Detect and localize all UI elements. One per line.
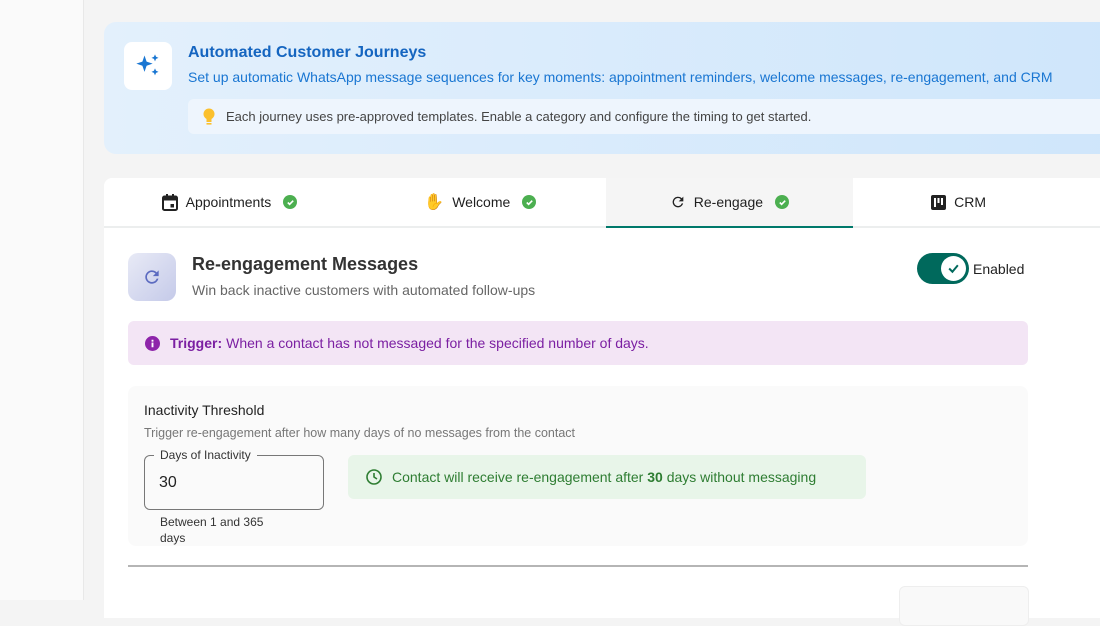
info-icon	[145, 335, 160, 351]
waving-hand-icon: ✋	[424, 194, 445, 211]
days-of-inactivity-field[interactable]: Days of Inactivity	[144, 448, 324, 510]
info-text: days without messaging	[666, 469, 817, 485]
clock-icon	[366, 469, 382, 485]
kanban-icon	[931, 194, 947, 210]
trigger-alert: Trigger: When a contact has not messaged…	[128, 321, 1028, 365]
check-circle-icon	[775, 195, 790, 209]
refresh-icon	[128, 253, 176, 301]
calendar-icon	[161, 193, 178, 211]
enabled-toggle[interactable]	[917, 253, 969, 284]
tab-label: CRM	[954, 194, 986, 210]
info-text: Contact will receive re-engagement after	[392, 469, 644, 485]
check-icon	[941, 256, 966, 281]
tab-label: Re-engage	[693, 194, 764, 210]
sparkles-icon	[124, 42, 172, 90]
check-circle-icon	[283, 195, 298, 209]
tab-appointments[interactable]: Appointments	[104, 178, 355, 226]
tab-re-engage[interactable]: Re-engage	[605, 178, 854, 228]
trigger-label: Trigger:	[170, 335, 223, 351]
inactivity-threshold-panel: Inactivity Threshold Trigger re-engageme…	[128, 386, 1028, 546]
check-circle-icon	[522, 195, 537, 209]
tab-label: Appointments	[185, 194, 272, 210]
trigger-text: When a contact has not messaged for the …	[226, 335, 649, 351]
banner-tip: Each journey uses pre-approved templates…	[188, 99, 1100, 134]
section-title: Re-engagement Messages	[192, 254, 419, 274]
journey-card: Appointments ✋ Welcome Re-engage CRM Re-…	[104, 178, 1100, 626]
days-input[interactable]	[159, 474, 299, 492]
schedule-info: Contact will receive re-engagement after…	[348, 455, 866, 499]
banner-title: Automated Customer Journeys	[188, 44, 427, 61]
toggle-label: Enabled	[973, 261, 1025, 277]
info-days: 30	[647, 469, 663, 485]
divider	[128, 565, 1028, 567]
tab-label: Welcome	[452, 194, 511, 210]
refresh-icon	[672, 196, 684, 208]
lightbulb-icon	[203, 108, 215, 125]
tab-crm[interactable]: CRM	[853, 178, 1100, 226]
threshold-description: Trigger re-engagement after how many day…	[144, 426, 575, 440]
tab-bar: Appointments ✋ Welcome Re-engage CRM	[104, 178, 1100, 228]
tab-welcome[interactable]: ✋ Welcome	[355, 178, 606, 226]
field-label: Days of Inactivity	[154, 448, 257, 462]
banner-subtitle: Set up automatic WhatsApp message sequen…	[188, 69, 1053, 85]
threshold-title: Inactivity Threshold	[144, 402, 265, 418]
field-helper-text: Between 1 and 365 days	[160, 515, 264, 545]
info-banner: Automated Customer Journeys Set up autom…	[104, 22, 1100, 154]
tip-text: Each journey uses pre-approved templates…	[226, 109, 812, 124]
section-subtitle: Win back inactive customers with automat…	[192, 282, 536, 298]
sidebar	[0, 0, 84, 600]
action-button[interactable]	[899, 586, 1029, 626]
